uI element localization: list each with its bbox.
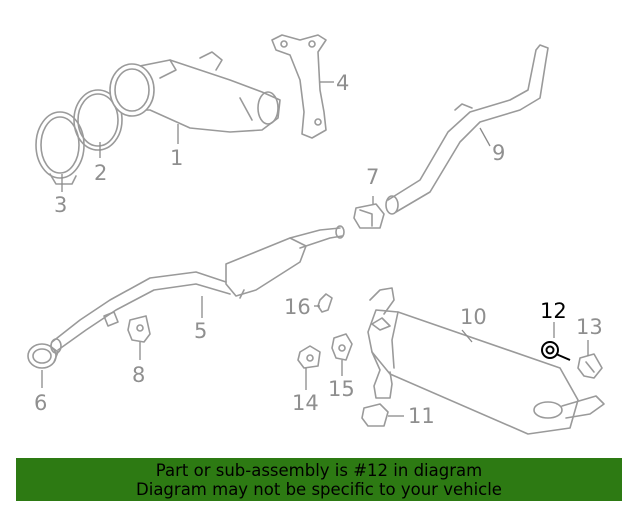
callout-7: 7: [366, 165, 379, 189]
callout-10: 10: [460, 305, 487, 329]
callout-2: 2: [94, 161, 107, 185]
callout-15: 15: [328, 377, 355, 401]
part-16-hanger: [317, 293, 333, 313]
callout-6: 6: [34, 391, 47, 415]
callout-14: 14: [292, 391, 319, 415]
callout-12: 12: [540, 299, 567, 323]
disclaimer-banner: Part or sub-assembly is #12 in diagram D…: [16, 458, 622, 501]
exhaust-parts-diagram: 1 2 3 4 5 6 7 8 9 10 11 12 13 14 15 16: [27, 34, 605, 435]
callout-11: 11: [408, 404, 435, 428]
part-9-pipe: [385, 44, 549, 215]
part-1-catalytic-converter: [109, 51, 281, 133]
callout-3: 3: [54, 193, 67, 217]
callout-9: 9: [492, 141, 505, 165]
part-4-bracket: [271, 34, 327, 139]
part-3-clamp-ring: [35, 111, 85, 185]
callout-13: 13: [576, 315, 603, 339]
callout-1: 1: [170, 146, 183, 170]
callout-8: 8: [132, 363, 145, 387]
part-12-hanger-highlighted: [541, 341, 571, 361]
part-8-bracket: [127, 315, 151, 343]
banner-line-1: Part or sub-assembly is #12 in diagram: [155, 461, 483, 480]
banner-line-2: Diagram may not be specific to your vehi…: [136, 480, 502, 499]
callout-5: 5: [194, 319, 207, 343]
part-6-clamp: [27, 343, 59, 369]
part-10-rear-muffler: [367, 287, 605, 435]
part-7-clamp: [353, 203, 385, 229]
part-11-clamp: [361, 403, 389, 427]
part-2-gasket-ring: [73, 89, 123, 151]
callout-16: 16: [284, 295, 311, 319]
callout-4: 4: [336, 71, 349, 95]
part-14-bracket: [297, 345, 321, 369]
part-15-bracket: [331, 333, 353, 361]
part-13-rubber-mount: [577, 353, 603, 379]
leader-lines: [41, 81, 589, 417]
